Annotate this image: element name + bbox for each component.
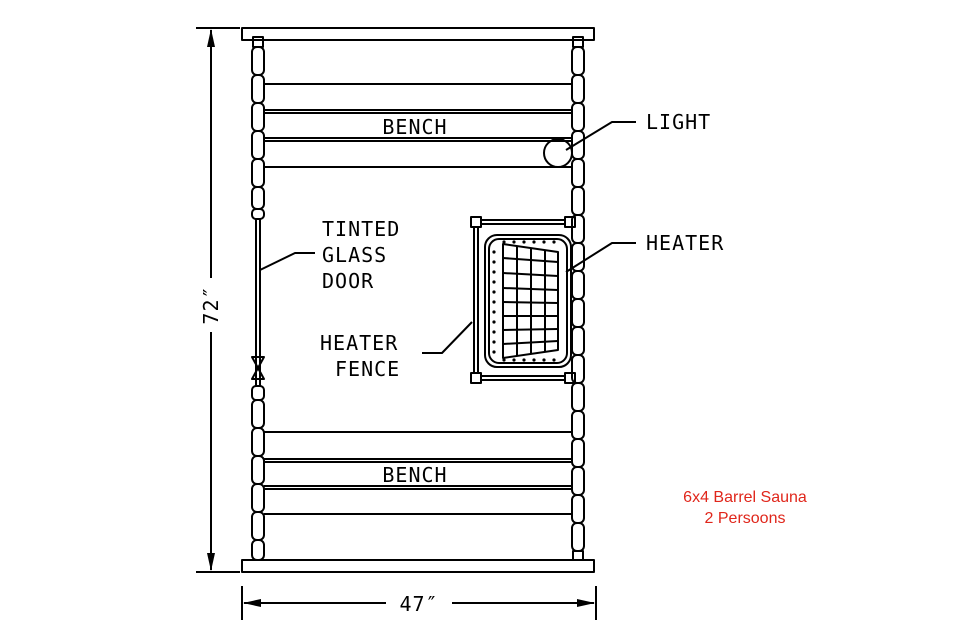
- right-wall: [571, 36, 585, 561]
- door-label-line-3: DOOR: [322, 269, 374, 293]
- heater-label: HEATER: [646, 231, 724, 255]
- height-dimension-label: 72″: [199, 285, 223, 324]
- height-arrow-top: [207, 29, 215, 47]
- height-dimension: [196, 27, 240, 573]
- glass-door: [251, 219, 265, 386]
- heater-vent-dots: [492, 240, 556, 362]
- light-fixture: [543, 138, 573, 168]
- bottom-bench-label: BENCH: [382, 463, 447, 487]
- bottom-bench: [264, 431, 572, 515]
- model-caption: 6x4 Barrel Sauna 2 Persoons: [645, 487, 845, 529]
- fence-label-line-1: HEATER: [320, 331, 398, 355]
- heater-unit: [484, 234, 572, 368]
- light-label: LIGHT: [646, 110, 711, 134]
- top-bench: [264, 83, 572, 168]
- door-label-line-2: GLASS: [322, 243, 387, 267]
- height-arrow-bottom: [207, 553, 215, 571]
- top-bench-label: BENCH: [382, 115, 447, 139]
- heater-fence: [470, 216, 576, 384]
- width-arrow-right: [577, 599, 595, 607]
- heater-leader: [565, 242, 636, 273]
- width-dimension: [241, 586, 597, 620]
- door-leader: [259, 252, 315, 271]
- fence-leader: [422, 321, 473, 354]
- door-label-line-1: TINTED: [322, 217, 400, 241]
- light-leader: [565, 121, 636, 151]
- model-capacity: 2 Persoons: [704, 510, 786, 527]
- width-dimension-label: 47″: [399, 592, 438, 616]
- top-end-board: [241, 27, 595, 41]
- model-title: 6x4 Barrel Sauna: [683, 489, 807, 506]
- width-arrow-left: [243, 599, 261, 607]
- left-wall: [251, 36, 265, 561]
- fence-label-line-2: FENCE: [335, 357, 400, 381]
- bottom-end-board: [241, 559, 595, 573]
